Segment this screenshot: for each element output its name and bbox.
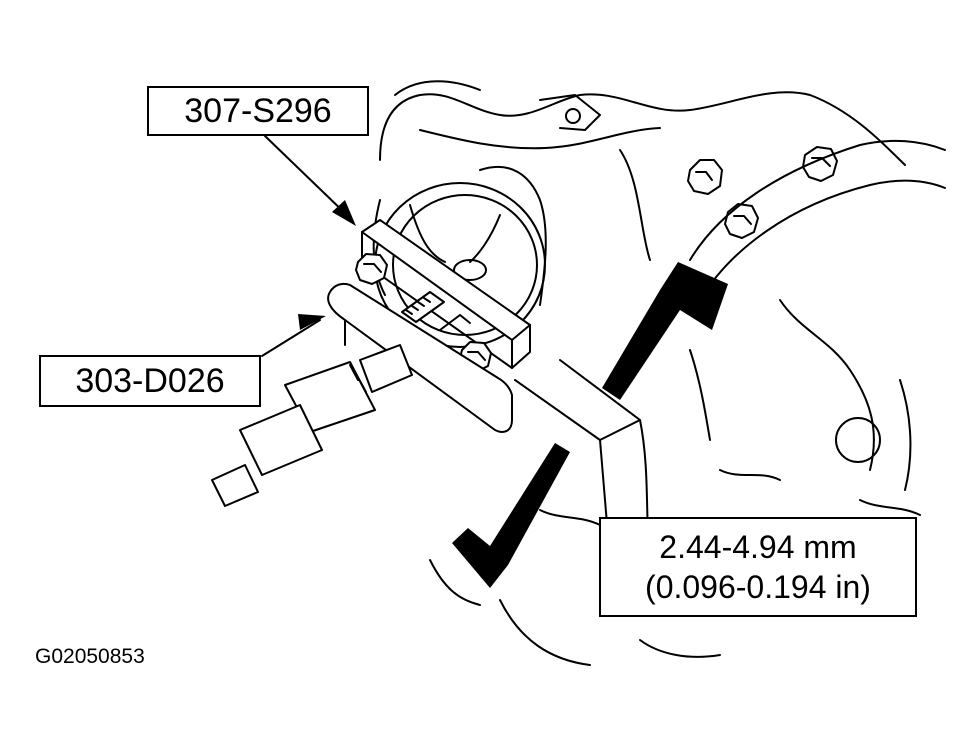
- measurement-arrow-upper: [602, 262, 728, 400]
- tool-number-label: 307-S296: [184, 92, 332, 130]
- measuring-slot: [514, 359, 641, 441]
- housing-sketch: [372, 80, 946, 666]
- tool-303-d026: [211, 282, 513, 507]
- flange-bolts: [687, 146, 838, 239]
- leader-arrowhead: [332, 200, 356, 226]
- specification-callout: 2.44-4.94 mm (0.096-0.194 in): [599, 517, 917, 617]
- spec-imperial: (0.096-0.194 in): [645, 569, 871, 605]
- leader-lines: [261, 135, 351, 357]
- figure-id: G02050853: [35, 645, 145, 668]
- tool-307-s296: [355, 219, 531, 373]
- tool-number-label: 303-D026: [75, 362, 225, 400]
- spec-metric: 2.44-4.94 mm: [659, 529, 857, 565]
- tool-callout-303-d026: 303-D026: [39, 355, 261, 407]
- measurement-arrow-lower: [452, 443, 570, 588]
- leader-arrowhead: [298, 314, 326, 330]
- tool-callout-307-s296: 307-S296: [147, 86, 369, 136]
